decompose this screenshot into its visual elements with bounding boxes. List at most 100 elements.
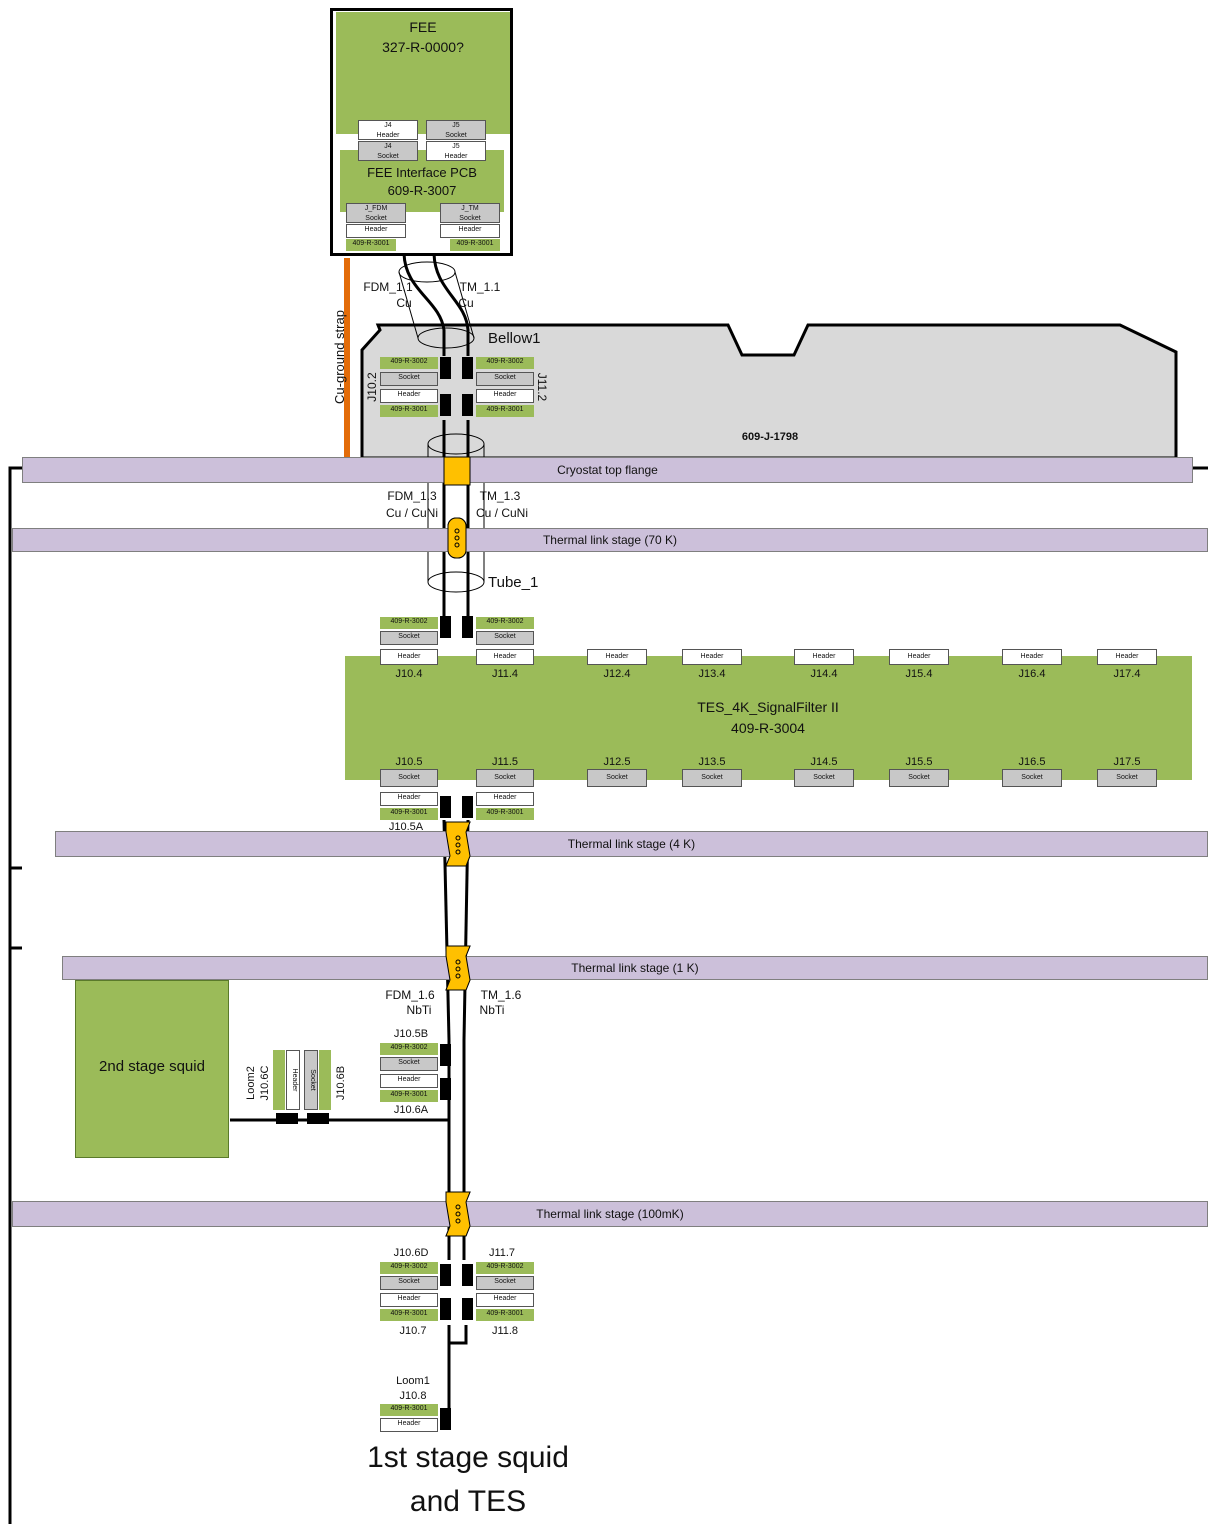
tm-1-6-material: NbTi [479, 1003, 505, 1017]
j10-8-part: 409-R-3001 [380, 1404, 438, 1416]
filter-bottom-label: J14.5 [810, 756, 838, 768]
tube-label: Tube_1 [488, 574, 539, 591]
j-tm-part: 409-R-3001 [450, 239, 500, 251]
j10-2-socket: Socket [380, 372, 438, 386]
fdm-1-3-material: Cu / CuNi [385, 506, 438, 520]
filter-socket-j13: Socket [682, 769, 742, 787]
filter-top-label: J13.4 [698, 668, 726, 680]
filter-socket-j15: Socket [889, 769, 949, 787]
j10-2-header: Header [380, 389, 438, 403]
filter-top-label: J17.4 [1113, 668, 1141, 680]
fee-interface-title: FEE Interface PCB [367, 165, 477, 180]
j10-4-part: 409-R-3002 [380, 617, 438, 629]
filter-top-label: J16.4 [1018, 668, 1046, 680]
j10-5a-part: 409-R-3001 [380, 808, 438, 820]
filter-header-j12: Header [587, 649, 647, 665]
loom2-label: Loom2 [245, 1066, 257, 1100]
j11-5-header: Header [476, 792, 534, 806]
filter-socket-j14: Socket [794, 769, 854, 787]
j-fdm-part: 409-R-3001 [346, 239, 396, 251]
stage-4k-label: Thermal link stage (4 K) [567, 837, 696, 851]
j10-6d-label: J10.6D [393, 1247, 429, 1259]
clamp-100mk-front [445, 1191, 471, 1237]
clamp-4k-front [445, 821, 471, 867]
filter-top-label: J15.4 [905, 668, 933, 680]
filter-header-j15: Header [889, 649, 949, 665]
j10-5a-label: J10.5A [388, 821, 424, 833]
fee-interface-code: 609-R-3007 [387, 183, 457, 198]
loom2-connector-socket [304, 1050, 318, 1110]
j10-6a-label: J10.6A [393, 1104, 429, 1116]
filter-bottom-label: J17.5 [1113, 756, 1141, 768]
filter-socket-j10: Socket [380, 769, 438, 787]
j10-5a-header: Header [380, 792, 438, 806]
j10-8-label: J10.8 [399, 1390, 427, 1402]
bellow-label: Bellow1 [488, 330, 541, 347]
cryostat-left-wall [8, 466, 22, 1524]
filter-header-j14: Header [794, 649, 854, 665]
fee-board [336, 12, 510, 134]
j10-8-header: Header [380, 1418, 438, 1432]
j11-8-header: Header [476, 1293, 534, 1307]
fee-code: 327-R-0000? [382, 39, 464, 55]
clamp-1k-front [445, 945, 471, 991]
fdm-1-1-material: Cu [396, 296, 412, 310]
j10-4-socket: Socket [380, 631, 438, 645]
filter-header-j16: Header [1002, 649, 1062, 665]
j11-7-label: J11.7 [488, 1247, 516, 1259]
j11-7-socket: Socket [476, 1276, 534, 1290]
j10-5b-socket: Socket [380, 1057, 438, 1071]
housing-label: 609-J-1798 [741, 431, 799, 443]
j11-2-header: Header [476, 389, 534, 403]
j11-8-part: 409-R-3001 [476, 1309, 534, 1321]
filter-bottom-label: J13.5 [698, 756, 726, 768]
tm-1-1-material: Cu [458, 296, 474, 310]
squid1-line2: and TES [409, 1485, 527, 1518]
filter-socket-j16: Socket [1002, 769, 1062, 787]
stage-70k-label: Thermal link stage (70 K) [542, 533, 678, 547]
clamp-70k-front [447, 517, 467, 559]
filter-bottom-label: J16.5 [1018, 756, 1046, 768]
filter-top-label: J14.4 [810, 668, 838, 680]
filter-header-j13: Header [682, 649, 742, 665]
squid1-line1: 1st stage squid [367, 1441, 569, 1474]
signal-filter-board [345, 656, 1192, 780]
stage-100mk-label: Thermal link stage (100mK) [536, 1207, 684, 1221]
filter-header-j11: Header [476, 649, 534, 665]
j11-2-part-bottom: 409-R-3001 [476, 405, 534, 417]
j10-6d-part: 409-R-3002 [380, 1262, 438, 1274]
j10-2-part-bottom: 409-R-3001 [380, 405, 438, 417]
j10-6b-label: J10.6B [335, 1065, 347, 1101]
stage-100mk: Thermal link stage (100mK) [12, 1201, 1208, 1227]
top-flange-feedthrough-front [443, 456, 471, 486]
filter-header-j10: Header [380, 649, 438, 665]
j11-4-socket: Socket [476, 631, 534, 645]
filter-top-label: J12.4 [603, 668, 631, 680]
filter-bottom-label: J12.5 [603, 756, 631, 768]
j11-5-part: 409-R-3001 [476, 808, 534, 820]
filter-top-label: J10.4 [395, 668, 423, 680]
loom2-connector-right [319, 1050, 331, 1110]
j10-5b-label: J10.5B [393, 1028, 429, 1040]
j-fdm-header: Header [346, 224, 406, 238]
signal-filter-code: 409-R-3004 [731, 720, 805, 736]
stage-1k-label: Thermal link stage (1 K) [571, 961, 699, 975]
filter-header-j17: Header [1097, 649, 1157, 665]
filter-socket-j11: Socket [476, 769, 534, 787]
loom1-label: Loom1 [396, 1375, 430, 1387]
j11-7-part: 409-R-3002 [476, 1262, 534, 1274]
fdm-1-3-label: FDM_1.3 [387, 489, 437, 503]
squid2-box [75, 980, 229, 1158]
tm-1-1-label: TM_1.1 [459, 280, 501, 294]
filter-socket-j17: Socket [1097, 769, 1157, 787]
j10-5b-part: 409-R-3002 [380, 1043, 438, 1055]
tm-1-3-material: Cu / CuNi [475, 506, 528, 520]
tm-1-6-label: TM_1.6 [480, 988, 522, 1002]
squid2-label: 2nd stage squid [99, 1058, 205, 1075]
stage-70k: Thermal link stage (70 K) [12, 528, 1208, 552]
